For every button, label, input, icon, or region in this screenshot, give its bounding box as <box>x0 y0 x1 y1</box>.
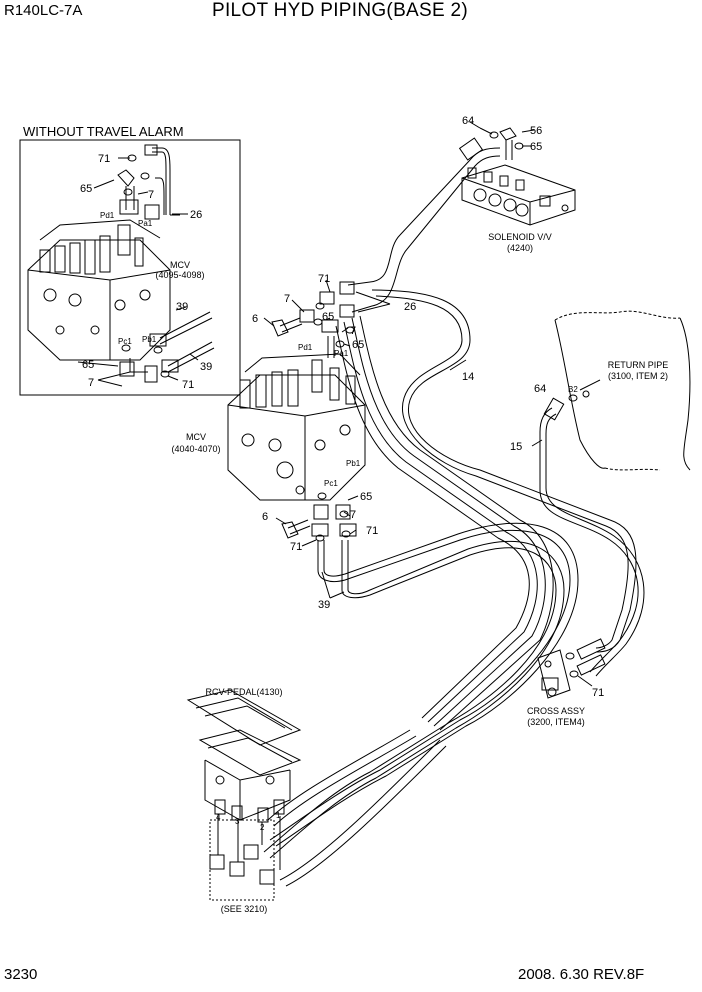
main-mcv-caption-1: MCV <box>186 432 206 442</box>
inset-callout-26: 26 <box>190 209 202 221</box>
inset-hose-39 <box>149 311 215 373</box>
cross-assy <box>537 638 606 699</box>
callout-15: 15 <box>510 441 522 453</box>
inset-callout-65: 65 <box>80 183 92 195</box>
cross-assy-caption-1: CROSS ASSY <box>527 706 585 716</box>
inset-mcv-body <box>27 219 171 361</box>
inset-port-pb1: Pb1 <box>142 335 157 344</box>
rcv-pedal <box>186 689 302 901</box>
port-b2: B2 <box>568 385 578 394</box>
callout-71-top: 71 <box>318 273 330 285</box>
inset-hose-26 <box>152 147 180 216</box>
port-pd1: Pd1 <box>298 343 313 352</box>
cross-assy-caption-2: (3200, ITEM4) <box>527 717 585 727</box>
inset-title: WITHOUT TRAVEL ALARM <box>23 124 184 139</box>
port-pa1: Pa1 <box>334 349 349 358</box>
hose-39 <box>263 522 579 887</box>
hose-26 <box>347 137 501 313</box>
inset-mcv-caption-1: MCV <box>170 260 190 270</box>
hose-15 <box>539 397 645 677</box>
callout-39: 39 <box>318 599 330 611</box>
hose-14 <box>335 289 637 731</box>
inset-callout-39b: 39 <box>200 361 212 373</box>
callout-71-cross: 71 <box>592 687 604 699</box>
solenoid-caption-2: (4240) <box>507 243 533 253</box>
port-pb1: Pb1 <box>346 459 361 468</box>
return-pipe <box>554 310 691 471</box>
solenoid-caption-1: SOLENOID V/V <box>488 232 552 242</box>
model-number: R140LC-7A <box>4 2 83 19</box>
pedal-port-4: 4 <box>216 813 221 822</box>
return-pipe-caption-2: (3100, ITEM 2) <box>608 371 668 381</box>
callout-65-solenoid: 65 <box>530 141 542 153</box>
main-lower-fittings <box>281 492 357 590</box>
callout-6-top: 6 <box>252 313 258 325</box>
callout-65-mid: 65 <box>352 339 364 351</box>
callout-56: 56 <box>530 125 542 137</box>
inset-callout-7b: 7 <box>88 377 94 389</box>
main-mcv-caption-2: (4040-4070) <box>171 444 220 454</box>
callout-71-lower-right: 71 <box>366 525 378 537</box>
inset-callout-7: 7 <box>148 189 154 201</box>
pedal-port-2: 2 <box>260 823 265 832</box>
callout-64-solenoid: 64 <box>462 115 474 127</box>
callout-64-return: 64 <box>534 383 546 395</box>
port-pc1: Pc1 <box>324 479 338 488</box>
inset-callout-71: 71 <box>98 153 110 165</box>
page-number: 3230 <box>4 966 38 983</box>
main-mcv-body <box>227 353 366 501</box>
pedal-port-1: 1 <box>276 811 281 820</box>
callout-7-mid: 7 <box>350 325 356 337</box>
inset-mcv-caption-2: (4095-4098) <box>155 270 204 280</box>
main-upper-fittings <box>271 281 355 358</box>
callout-6-lower: 6 <box>262 511 268 523</box>
see-reference: (SEE 3210) <box>221 904 268 914</box>
rcv-pedal-caption: RCV-PEDAL(4130) <box>205 687 282 697</box>
callout-7-lower: 7 <box>350 509 356 521</box>
callout-7-top: 7 <box>284 293 290 305</box>
inset-callout-39a: 39 <box>176 301 188 313</box>
page-title: PILOT HYD PIPING(BASE 2) <box>212 0 469 21</box>
inset-callout-71b: 71 <box>182 379 194 391</box>
callout-65-lower: 65 <box>360 491 372 503</box>
pedal-port-3: 3 <box>235 817 240 826</box>
inset-port-pa1: Pa1 <box>138 219 153 228</box>
inset-port-pc1: Pc1 <box>118 337 132 346</box>
solenoid-valve-body <box>461 127 576 226</box>
return-pipe-caption-1: RETURN PIPE <box>608 360 669 370</box>
callout-14: 14 <box>462 371 474 383</box>
callout-26: 26 <box>404 301 416 313</box>
callout-65-top: 65 <box>322 311 334 323</box>
inset-frame <box>19 139 241 396</box>
callout-71-lower-left: 71 <box>290 541 302 553</box>
date-revision: 2008. 6.30 REV.8F <box>518 966 645 983</box>
inset-callout-65b: 65 <box>82 359 94 371</box>
inset-port-pd1: Pd1 <box>100 211 115 220</box>
